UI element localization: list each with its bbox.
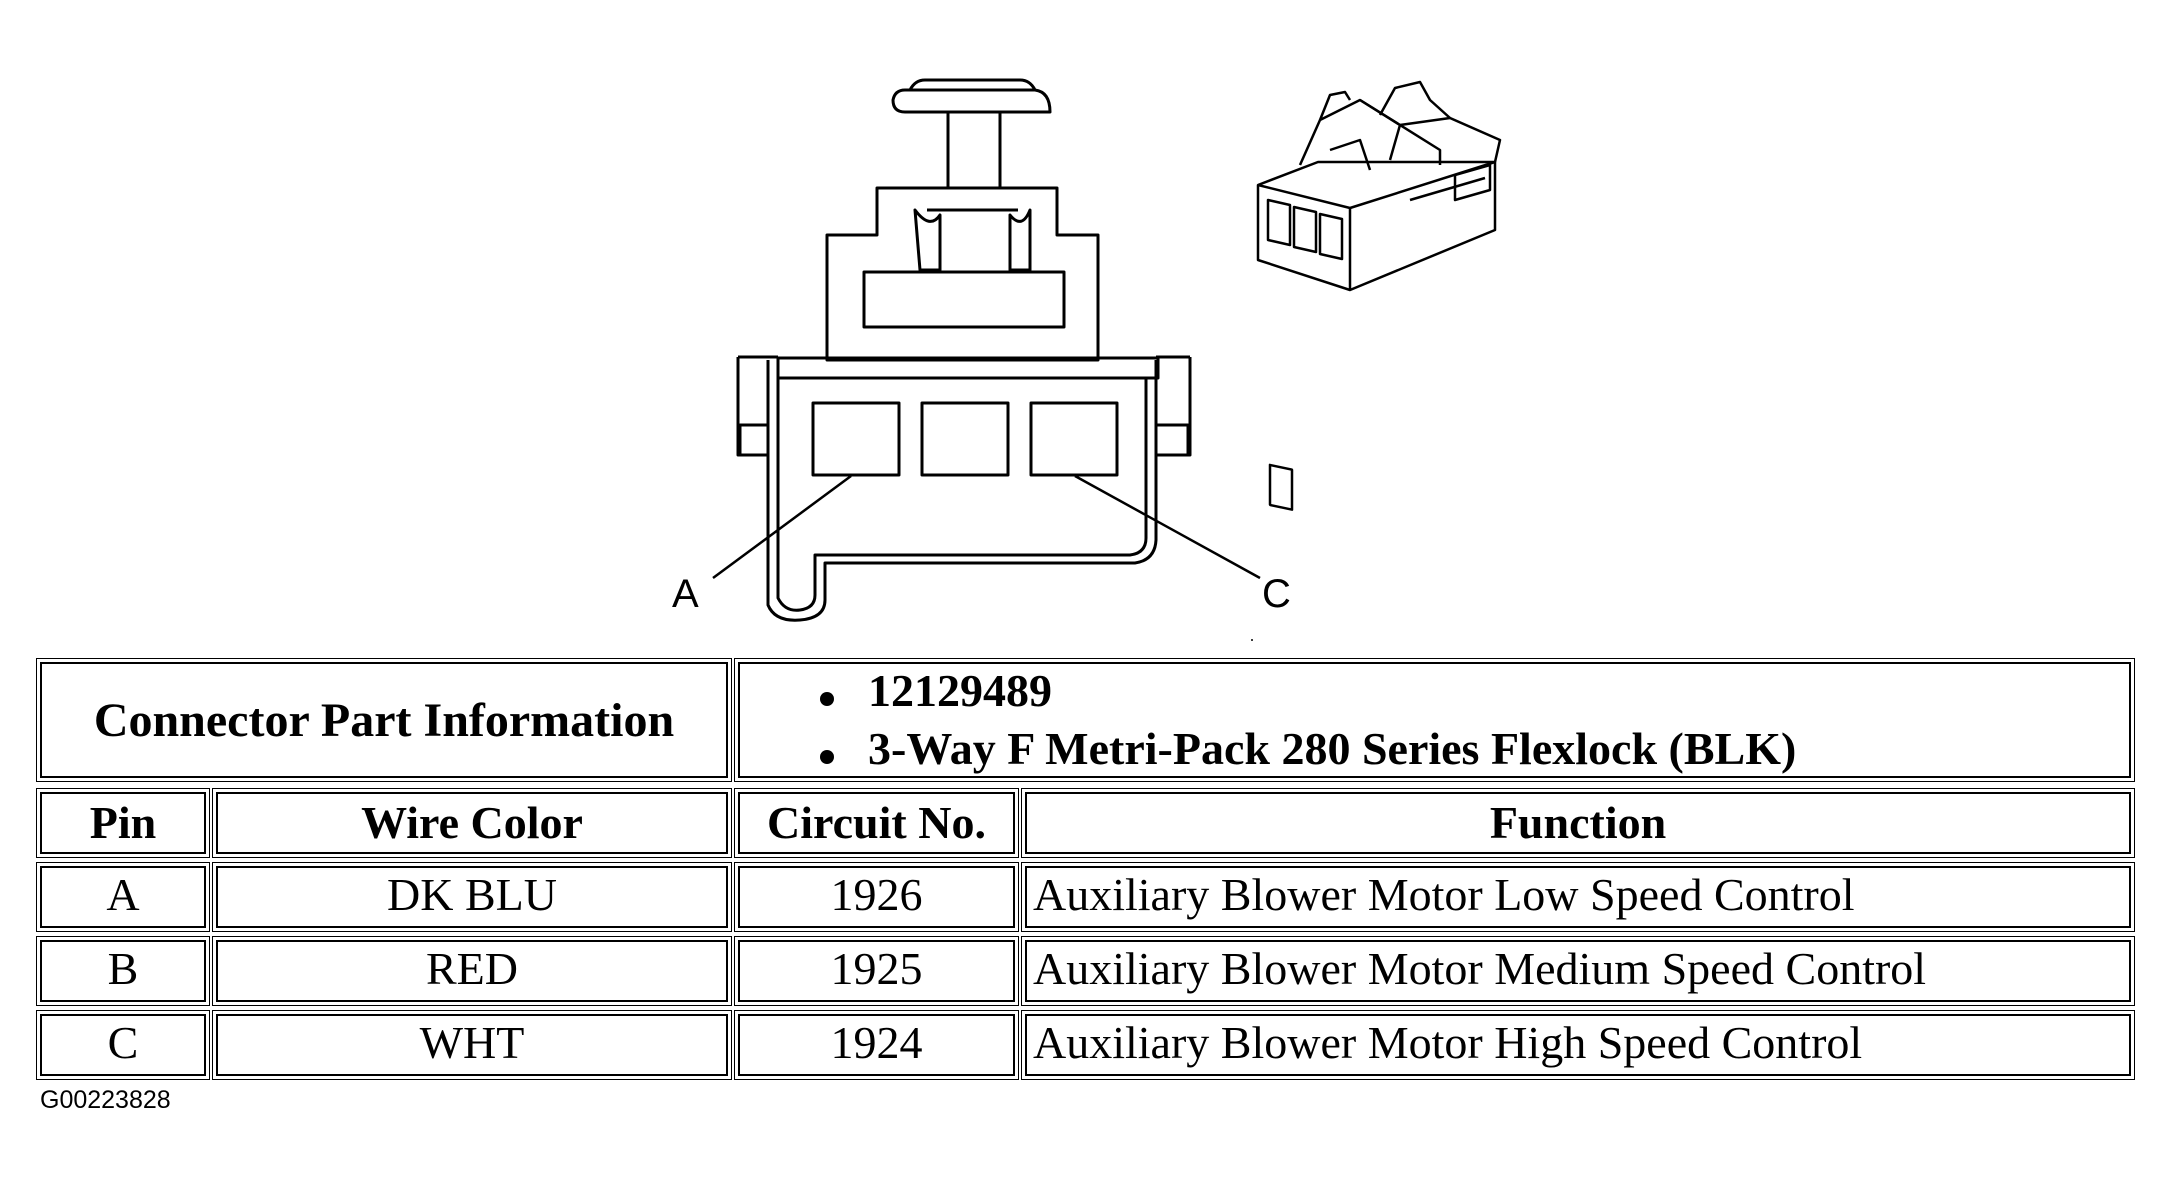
header-pin: Pin <box>36 788 210 858</box>
connector-part-number: 12129489 <box>820 664 1052 720</box>
cavity-a <box>811 401 901 477</box>
connector-front-view <box>712 78 1261 622</box>
row-a-pin: A <box>36 862 210 932</box>
header-wire-color: Wire Color <box>212 788 732 858</box>
cavity-c <box>1029 401 1119 477</box>
row-b-circuit: 1925 <box>734 936 1019 1006</box>
bullet-icon <box>820 692 834 706</box>
row-c-pin: C <box>36 1010 210 1080</box>
pin-label-a: A <box>672 572 699 616</box>
row-b-pin: B <box>36 936 210 1006</box>
row-c-circuit: 1924 <box>734 1010 1019 1080</box>
row-c-wire-color: WHT <box>212 1010 732 1080</box>
bullet-icon <box>820 750 834 764</box>
header-function: Function <box>1021 788 2135 858</box>
row-c-function: Auxiliary Blower Motor High Speed Contro… <box>1021 1010 2135 1080</box>
connector-diagram: A C <box>672 78 1502 641</box>
connector-info-values: 12129489 3-Way F Metri-Pack 280 Series F… <box>734 658 2135 782</box>
pin-label-c: C <box>1262 572 1291 616</box>
row-b-wire-color: RED <box>212 936 732 1006</box>
cavity-b <box>920 401 1010 477</box>
row-a-function: Auxiliary Blower Motor Low Speed Control <box>1021 862 2135 932</box>
connector-description: 3-Way F Metri-Pack 280 Series Flexlock (… <box>820 720 1797 776</box>
row-b-function: Auxiliary Blower Motor Medium Speed Cont… <box>1021 936 2135 1006</box>
row-a-circuit: 1926 <box>734 862 1019 932</box>
figure-id: G00223828 <box>40 1086 171 1114</box>
header-circuit-no: Circuit No. <box>734 788 1019 858</box>
connector-isometric-view <box>1256 80 1502 511</box>
part-number-text: 12129489 <box>868 665 1052 716</box>
connector-info-label: Connector Part Information <box>36 658 732 782</box>
row-a-wire-color: DK BLU <box>212 862 732 932</box>
connector-description-text: 3-Way F Metri-Pack 280 Series Flexlock (… <box>868 723 1797 774</box>
